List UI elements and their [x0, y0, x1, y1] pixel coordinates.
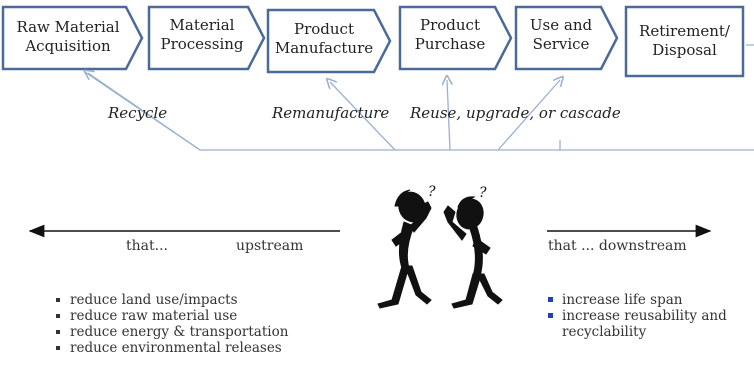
- reuse-arrow-1: [447, 80, 450, 151]
- stage-label-material-processing: Material Processing: [152, 16, 252, 54]
- stage-label-product-purchase: Product Purchase: [400, 16, 500, 54]
- stage-box-4: [398, 5, 513, 71]
- list-item: recyclability: [548, 324, 727, 340]
- question-mark-left: ?: [428, 184, 436, 200]
- stage-label-line: Product: [420, 16, 480, 34]
- stage-label-line: Manufacture: [274, 39, 374, 57]
- stage-label-line: Raw Material: [16, 18, 120, 36]
- downstream-label: that ... downstream: [548, 238, 687, 254]
- stage-label-product-manufacture: Product Manufacture: [268, 20, 380, 58]
- remanufacture-label: Remanufacture: [272, 104, 390, 122]
- upstream-that-label: that...: [126, 238, 168, 254]
- list-item-text: reduce raw material use: [70, 308, 238, 324]
- stage-box-5: [514, 5, 619, 71]
- recycle-label: Recycle: [108, 104, 168, 122]
- stage-label-retirement-disposal: Retirement/ Disposal: [626, 22, 743, 60]
- list-item: increase reusability and: [548, 308, 727, 324]
- list-item-text: increase life span: [562, 292, 683, 308]
- thinking-figure-right: [443, 196, 503, 309]
- list-item-text: reduce environmental releases: [70, 340, 282, 356]
- downstream-list: increase life span increase reusability …: [548, 292, 727, 340]
- thinking-figure-left: [377, 189, 432, 309]
- upstream-list: reduce land use/impacts reduce raw mater…: [56, 292, 288, 356]
- stage-label-line: Product: [294, 20, 354, 38]
- stage-label-use-and-service: Use and Service: [516, 16, 606, 54]
- reuse-label: Reuse, upgrade, or cascade: [410, 104, 621, 122]
- list-item: reduce energy & transportation: [56, 324, 288, 340]
- list-item: increase life span: [548, 292, 727, 308]
- reuse-arrow-2: [497, 80, 560, 151]
- stage-label-line: Service: [532, 35, 590, 53]
- list-item: reduce land use/impacts: [56, 292, 288, 308]
- list-item: reduce raw material use: [56, 308, 288, 324]
- stage-box-6: [624, 5, 745, 78]
- stage-box-3: [266, 8, 392, 74]
- stage-box-2: [147, 5, 266, 71]
- stage-label-line: Processing: [160, 35, 244, 53]
- list-item-text: reduce land use/impacts: [70, 292, 238, 308]
- upstream-label: upstream: [236, 238, 304, 254]
- list-item-text: reduce energy & transportation: [70, 324, 289, 340]
- stage-label-line: Disposal: [652, 41, 717, 59]
- stage-label-line: Use and: [529, 16, 593, 34]
- list-item-text: increase reusability and: [562, 308, 727, 324]
- list-item: reduce environmental releases: [56, 340, 288, 356]
- stage-box-1: [1, 5, 144, 71]
- stage-label-line: Retirement/: [639, 22, 730, 40]
- question-mark-right: ?: [479, 185, 487, 201]
- recycle-arrow: [88, 73, 201, 151]
- stage-label-raw-material-acquisition: Raw Material Acquisition: [8, 18, 128, 56]
- stage-label-line: Material: [169, 16, 235, 34]
- list-item-text: recyclability: [562, 324, 647, 340]
- stage-label-line: Purchase: [414, 35, 486, 53]
- stage-label-line: Acquisition: [25, 37, 111, 55]
- remanufacture-arrow: [330, 82, 396, 151]
